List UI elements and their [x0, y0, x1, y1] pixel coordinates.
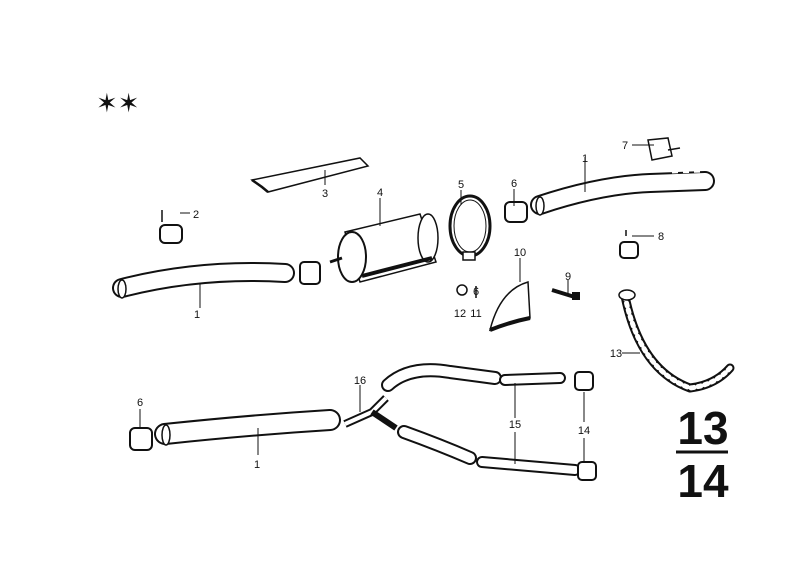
hose-lower-bottom [397, 425, 597, 481]
part-canister [329, 213, 439, 283]
callout-6-upper: 6 [511, 178, 517, 190]
callout-15: 15 [509, 419, 521, 431]
part-bracket-7 [647, 137, 681, 161]
part-clip-8 [619, 230, 639, 259]
callout-4: 4 [377, 187, 383, 199]
callout-labels: 1 1 1 2 3 4 5 6 6 6 7 8 9 10 11 12 13 14… [137, 140, 664, 471]
callout-11: 11 [470, 308, 481, 320]
callout-3: 3 [322, 188, 328, 200]
callout-1-upper-left: 1 [194, 309, 200, 321]
leader-lines [139, 144, 654, 464]
group-label: 13 14 [676, 402, 729, 507]
part-hose-13 [618, 289, 735, 393]
part-strap [250, 157, 370, 193]
part-clamp-6-upper [504, 201, 528, 223]
hose-lower-top [381, 363, 594, 392]
star-marks: ✶✶ [96, 89, 140, 119]
hose-upper-right [530, 169, 715, 216]
callout-6-mid: 6 [473, 286, 479, 298]
callout-8: 8 [658, 231, 664, 243]
hose-lower-main [154, 409, 341, 446]
hose-upper-left [112, 262, 295, 299]
part-ring-clamp [448, 194, 492, 261]
part-bolt-9 [551, 288, 580, 300]
callout-10: 10 [514, 247, 526, 259]
group-number-bottom: 14 [677, 455, 729, 507]
part-nut-12 [456, 284, 468, 296]
callout-1-upper-right: 1 [582, 153, 588, 165]
part-clip-2 [159, 210, 183, 244]
callout-13: 13 [610, 348, 622, 360]
part-clamp-6-lower [129, 427, 153, 451]
part-plate-10 [488, 281, 531, 332]
callout-7: 7 [622, 140, 628, 152]
part-y-connector-16 [343, 395, 398, 431]
callout-16: 16 [354, 375, 366, 387]
callout-2: 2 [193, 209, 199, 221]
group-number-top: 13 [677, 402, 728, 454]
callout-5: 5 [458, 179, 464, 191]
callout-9: 9 [565, 271, 571, 283]
part-clamp-mid [299, 261, 321, 285]
callout-12: 12 [454, 308, 466, 320]
callout-1-lower: 1 [254, 459, 260, 471]
callout-6-lower: 6 [137, 397, 143, 409]
callout-14: 14 [578, 425, 590, 437]
